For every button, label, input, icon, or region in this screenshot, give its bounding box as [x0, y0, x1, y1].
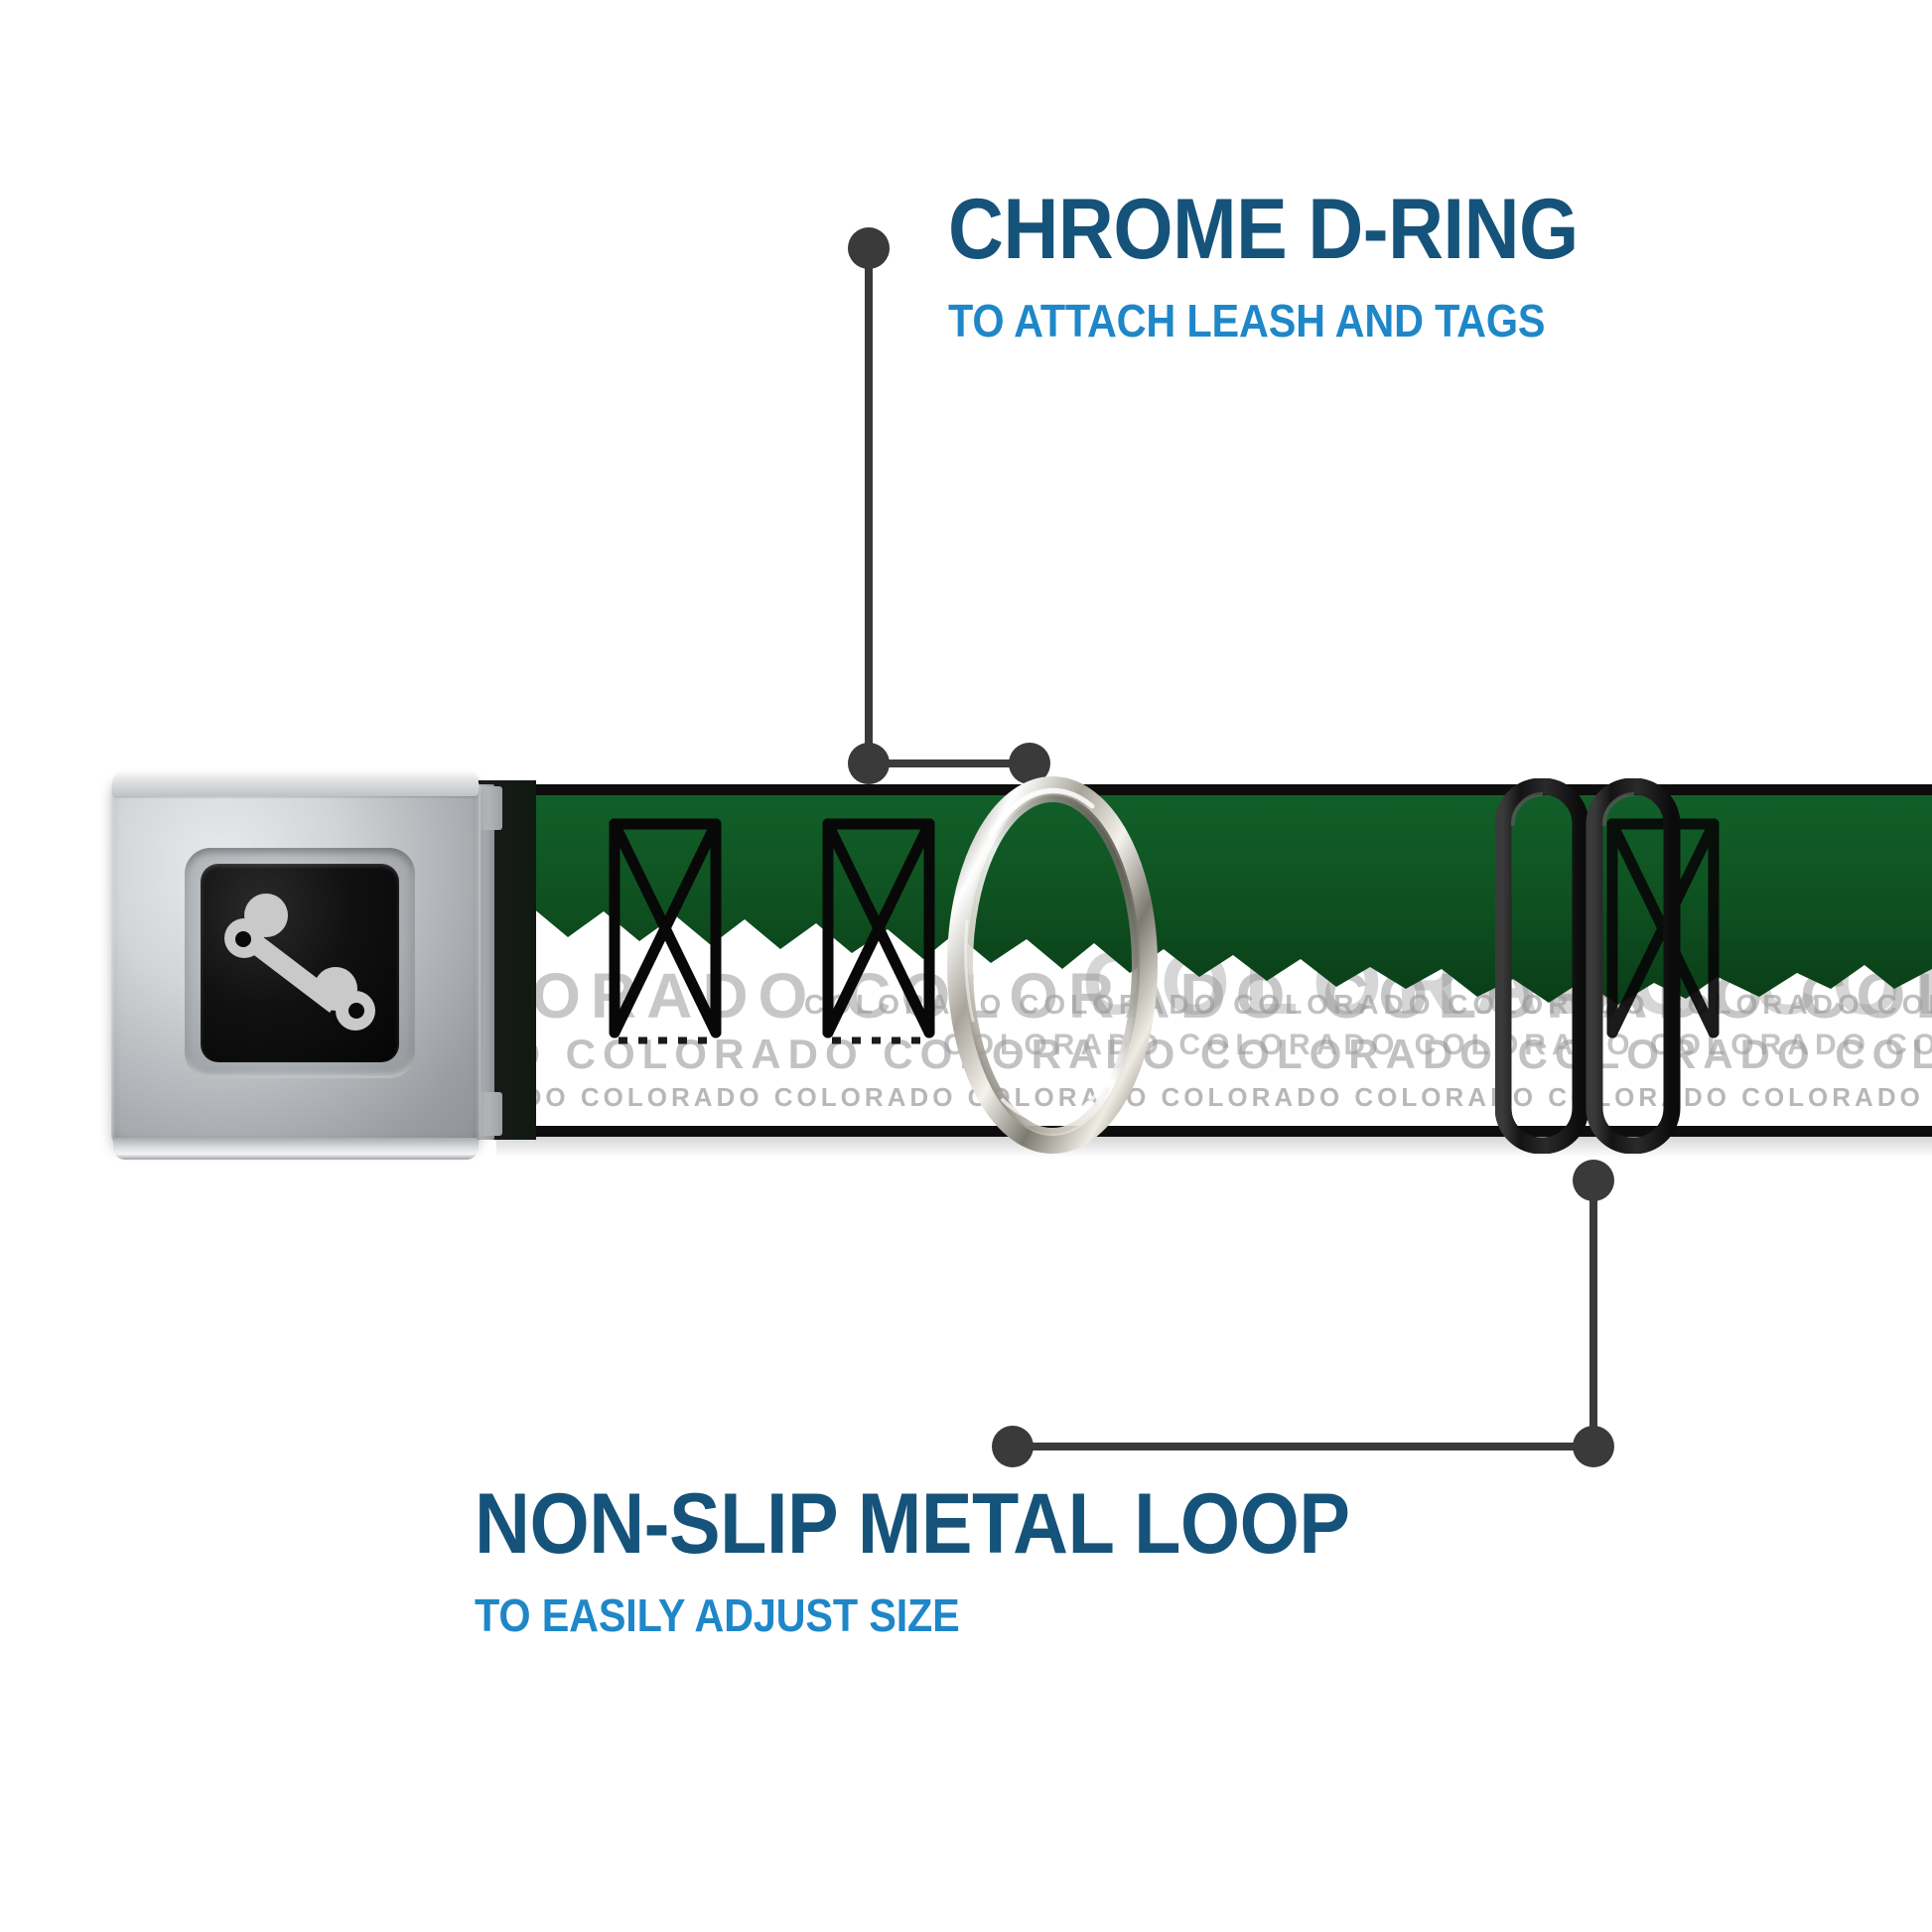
collar-strap: COLORADO COLORADO COLORADO COLORADO COLO…: [427, 784, 1932, 1137]
callout-subtitle: TO ATTACH LEASH AND TAGS: [948, 295, 1546, 346]
buckle-logo-window: [201, 864, 399, 1062]
leader-line-vertical: [1589, 1180, 1597, 1447]
colorado-row: COLORADO COLORADO COLORADO COLORADO COLO…: [427, 1082, 1932, 1112]
leader-dot-elbow: [848, 743, 890, 784]
colorado-c-outline-print: [822, 818, 935, 1044]
colorado-row: COLORADO COLORADO COLORADO COLORADO COLO…: [804, 989, 1932, 1020]
leader-dot-elbow: [1573, 1426, 1614, 1467]
buckle-lip-bottom: [113, 1138, 479, 1160]
leader-dot-end: [992, 1426, 1034, 1467]
callout-title: CHROME D-RING: [948, 182, 1579, 277]
colorado-c-outline-print: [609, 818, 722, 1044]
colorado-row: COLORADO COLORADO COLORADO COLORADO COLO…: [427, 1031, 1932, 1077]
buckle-lip-top: [113, 770, 479, 796]
leader-line-horizontal: [869, 759, 1033, 767]
strap-green-mountain-field: [427, 784, 1932, 1005]
colorado-c-outline-print: [1606, 818, 1720, 1038]
leader-line-horizontal: [1013, 1443, 1593, 1450]
dog-bone-icon: [224, 894, 375, 1031]
strap-edge-stitch-top: [427, 784, 1932, 795]
colorado-row: COLORADO COLORADO COLORADO COLORADO COLO…: [943, 1029, 1932, 1061]
callout-title: NON-SLIP METAL LOOP: [475, 1476, 1350, 1572]
callout-non-slip-metal-loop: NON-SLIP METAL LOOP TO EASILY ADJUST SIZ…: [475, 1481, 1448, 1638]
callout-subtitle: TO EASILY ADJUST SIZE: [475, 1589, 960, 1641]
buckle-right-rail: [479, 784, 494, 1140]
chrome-d-ring[interactable]: [943, 772, 1162, 1158]
strap-edge-stitch-bottom: [427, 1126, 1932, 1137]
callout-chrome-d-ring: CHROME D-RING TO ATTACH LEASH AND TAGS: [948, 187, 1648, 344]
non-slip-metal-loop[interactable]: [1495, 778, 1684, 1154]
seatbelt-buckle[interactable]: [103, 762, 502, 1162]
leader-line-vertical: [865, 248, 873, 764]
